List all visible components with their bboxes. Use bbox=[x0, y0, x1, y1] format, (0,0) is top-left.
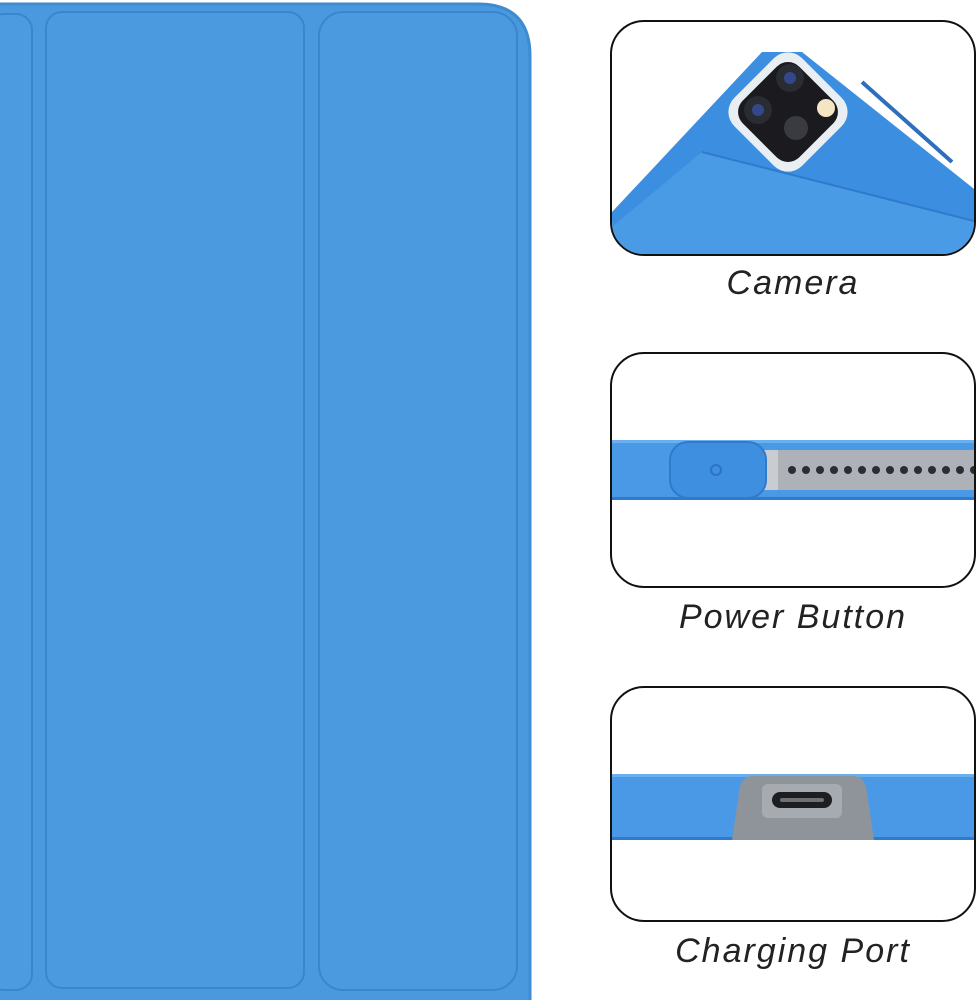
camera-module-icon bbox=[728, 52, 848, 172]
camera-sensor-icon bbox=[784, 116, 808, 140]
camera-flash-icon bbox=[817, 99, 835, 117]
camera-caption: Camera bbox=[726, 264, 860, 302]
power-button-caption: Power Button bbox=[678, 598, 908, 636]
charging-port-caption: Charging Port bbox=[675, 932, 911, 970]
camera-detail-panel bbox=[610, 20, 976, 256]
charging-port-detail-panel bbox=[610, 686, 976, 922]
power-button-detail-panel bbox=[610, 352, 976, 588]
power-icon bbox=[710, 464, 722, 476]
fold-panel-left bbox=[0, 13, 33, 991]
fold-panel-middle bbox=[45, 11, 305, 989]
fold-panel-right bbox=[318, 11, 518, 991]
speaker-holes-icon bbox=[788, 466, 974, 474]
power-button-cover bbox=[669, 441, 767, 499]
